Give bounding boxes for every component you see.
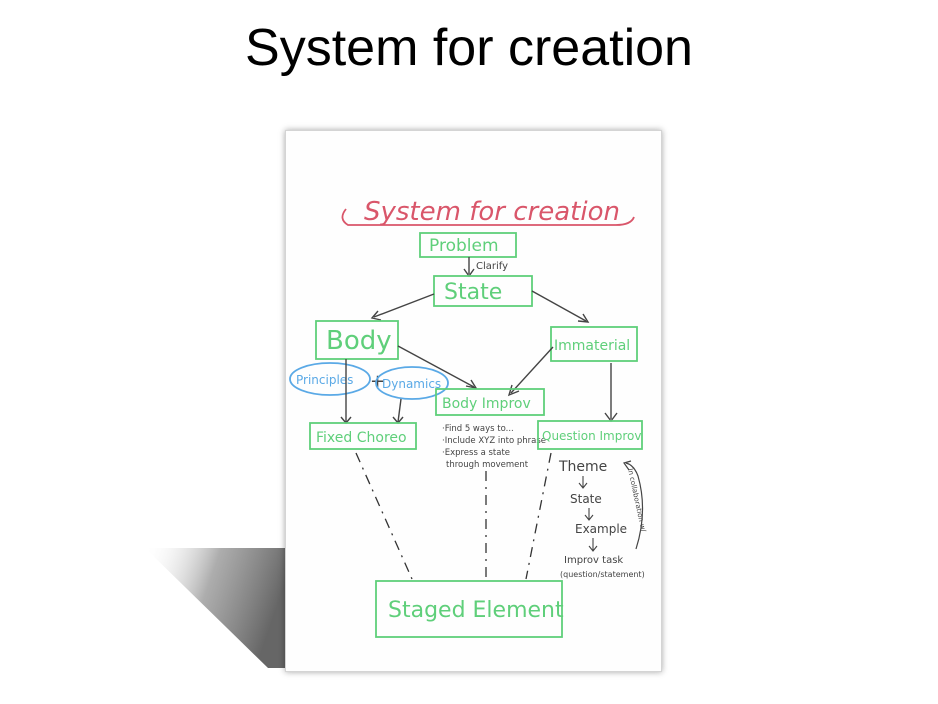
heading-underline — [341, 208, 635, 226]
state-label: State — [444, 280, 502, 305]
note-line-4: through movement — [446, 460, 529, 470]
dynamics-oval — [375, 366, 449, 400]
question-improv-label: Question Improv — [542, 429, 641, 443]
whiteboard-photo: System for creation Problem Clarify Stat… — [285, 130, 662, 672]
link-question-staged — [525, 452, 552, 580]
chain-example: Example — [575, 522, 627, 536]
immaterial-box — [550, 326, 638, 362]
problem-box — [419, 232, 517, 258]
problem-label: Problem — [429, 236, 499, 256]
slide-title: System for creation — [245, 19, 693, 77]
chain-question-statement: (question/statement) — [560, 570, 645, 579]
staged-element-box — [375, 580, 563, 638]
principles-oval — [289, 362, 371, 396]
chain-theme: Theme — [558, 459, 607, 475]
body-improv-label: Body Improv — [442, 396, 531, 412]
body-box — [315, 320, 399, 360]
fixed-choreo-box — [309, 422, 417, 450]
whiteboard-drawing: System for creation Problem Clarify Stat… — [289, 197, 647, 638]
principles-label: Principles — [296, 373, 353, 387]
staged-element-label: Staged Element — [388, 598, 564, 623]
body-improv-box — [435, 388, 545, 416]
chain-improv-task: Improv task — [564, 555, 623, 566]
immaterial-label: Immaterial — [554, 338, 630, 354]
note-line-1: ·Find 5 ways to... — [442, 424, 514, 434]
note-line-3: ·Express a state — [442, 448, 510, 458]
note-line-2: ·Include XYZ into phrase — [442, 436, 546, 446]
board-heading: System for creation — [364, 197, 620, 227]
plus-sign: + — [370, 371, 385, 392]
fixed-choreo-label: Fixed Choreo — [316, 430, 407, 446]
clarify-label: Clarify — [476, 261, 508, 272]
body-label: Body — [326, 326, 392, 356]
dynamics-label: Dynamics — [382, 377, 441, 391]
chain-state: State — [570, 492, 602, 506]
question-improv-box — [537, 420, 643, 450]
loop-label: In collaboration w/ — [626, 468, 647, 534]
link-fixed-staged — [355, 452, 413, 580]
